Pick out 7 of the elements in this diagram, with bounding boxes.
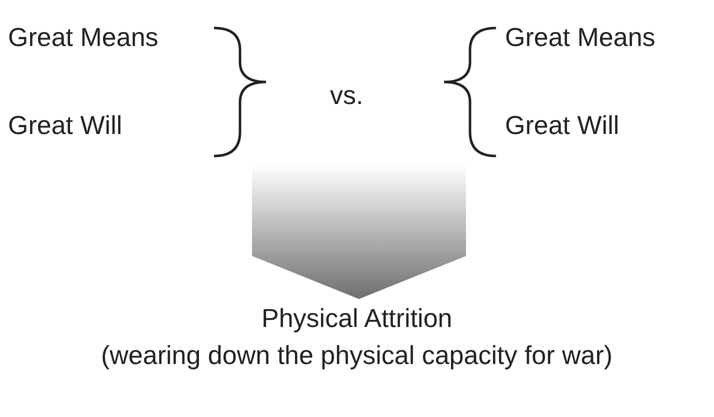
side-label: Great Means [8,22,158,52]
side-label: Great Will [505,110,620,140]
result-description: (wearing down the physical capacity for war) [101,340,613,370]
result-title: Physical Attrition [262,303,452,333]
versus-label: vs. [330,80,364,110]
side-label: Great Will [8,110,122,140]
side-label: Great Means [505,22,656,52]
